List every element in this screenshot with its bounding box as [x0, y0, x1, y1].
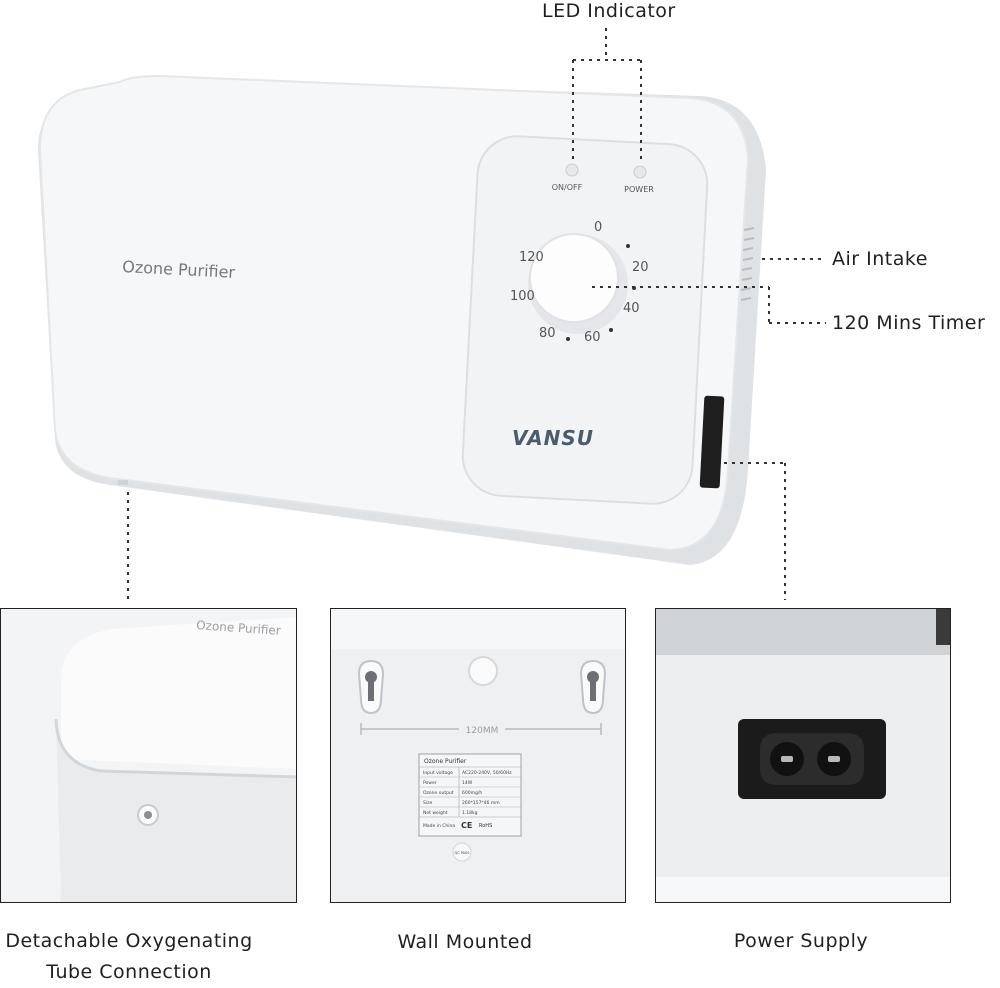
callout-air-intake: Air Intake: [832, 248, 928, 270]
dial-mark-20: 20: [632, 260, 649, 275]
power-socket-slot: [699, 395, 725, 489]
led-power-label: POWER: [624, 185, 654, 194]
callout-timer: 120 Mins Timer: [832, 312, 986, 334]
svg-text:600mg/h: 600mg/h: [462, 790, 482, 796]
spec-title: Ozone Purifier: [424, 758, 467, 765]
svg-text:Size: Size: [423, 800, 432, 806]
svg-text:Input voltage: Input voltage: [423, 770, 453, 776]
svg-text:Ozone output: Ozone output: [423, 790, 454, 796]
svg-text:RoHS: RoHS: [479, 823, 492, 829]
dial-mark-100: 100: [510, 289, 535, 304]
dial-mark-120: 120: [519, 250, 544, 265]
caption-tube-connection: Detachable Oxygenating Tube Connection: [0, 926, 258, 988]
dial-mark-40: 40: [623, 301, 640, 316]
keyhole-right: [579, 659, 607, 715]
svg-text:CE: CE: [461, 821, 472, 830]
dial-mark-80: 80: [539, 326, 556, 341]
rubber-foot: [468, 656, 498, 686]
panel-power-supply: [655, 608, 951, 903]
caption-power-supply: Power Supply: [733, 930, 869, 952]
callout-led-indicator: LED Indicator: [542, 0, 676, 22]
tube-port: [118, 480, 128, 485]
panel-tube-connection: Ozone Purifier: [0, 608, 297, 903]
tube-connection-illustration: Ozone Purifier: [1, 609, 296, 902]
panel-wall-mounted: 120MM Ozone Purifier Input voltage AC220…: [330, 608, 626, 903]
caption-wall-mounted: Wall Mounted: [397, 931, 533, 953]
air-intake-vents: [740, 227, 755, 301]
main-device-illustration: ON/OFF POWER 0 20 40 60 80 100 120 Ozone…: [38, 28, 826, 600]
led-on-off-label: ON/OFF: [552, 183, 583, 192]
brand-logo: VANSU: [512, 426, 594, 450]
callout-lines: [127, 28, 826, 600]
spec-label: Ozone Purifier Input voltage AC220-240V,…: [418, 753, 522, 837]
svg-text:Power: Power: [423, 780, 437, 786]
led-on-off: [565, 163, 579, 177]
svg-text:14W: 14W: [462, 780, 473, 786]
timer-dial: [529, 233, 619, 323]
svg-text:AC220-240V, 50/60Hz: AC220-240V, 50/60Hz: [462, 770, 512, 776]
svg-text:260*157*46 mm: 260*157*46 mm: [462, 800, 500, 806]
caption-tube-line2: Tube Connection: [46, 961, 212, 983]
led-power: [633, 165, 647, 179]
svg-text:1.18kg: 1.18kg: [462, 810, 478, 816]
dial-mark-0: 0: [594, 220, 602, 235]
caption-tube-line1: Detachable Oxygenating: [5, 930, 253, 952]
power-supply-illustration: [656, 609, 950, 902]
mount-spacing-label: 120MM: [466, 726, 499, 736]
svg-text:Net weight: Net weight: [423, 810, 448, 816]
svg-text:Made in China: Made in China: [423, 823, 455, 829]
keyhole-left: [357, 659, 385, 715]
qc-pass-label: QC PASS: [454, 851, 470, 855]
dial-mark-60: 60: [584, 330, 601, 345]
side-detail-label: Ozone Purifier: [196, 618, 281, 638]
wall-mount-illustration: 120MM Ozone Purifier Input voltage AC220…: [331, 609, 625, 902]
